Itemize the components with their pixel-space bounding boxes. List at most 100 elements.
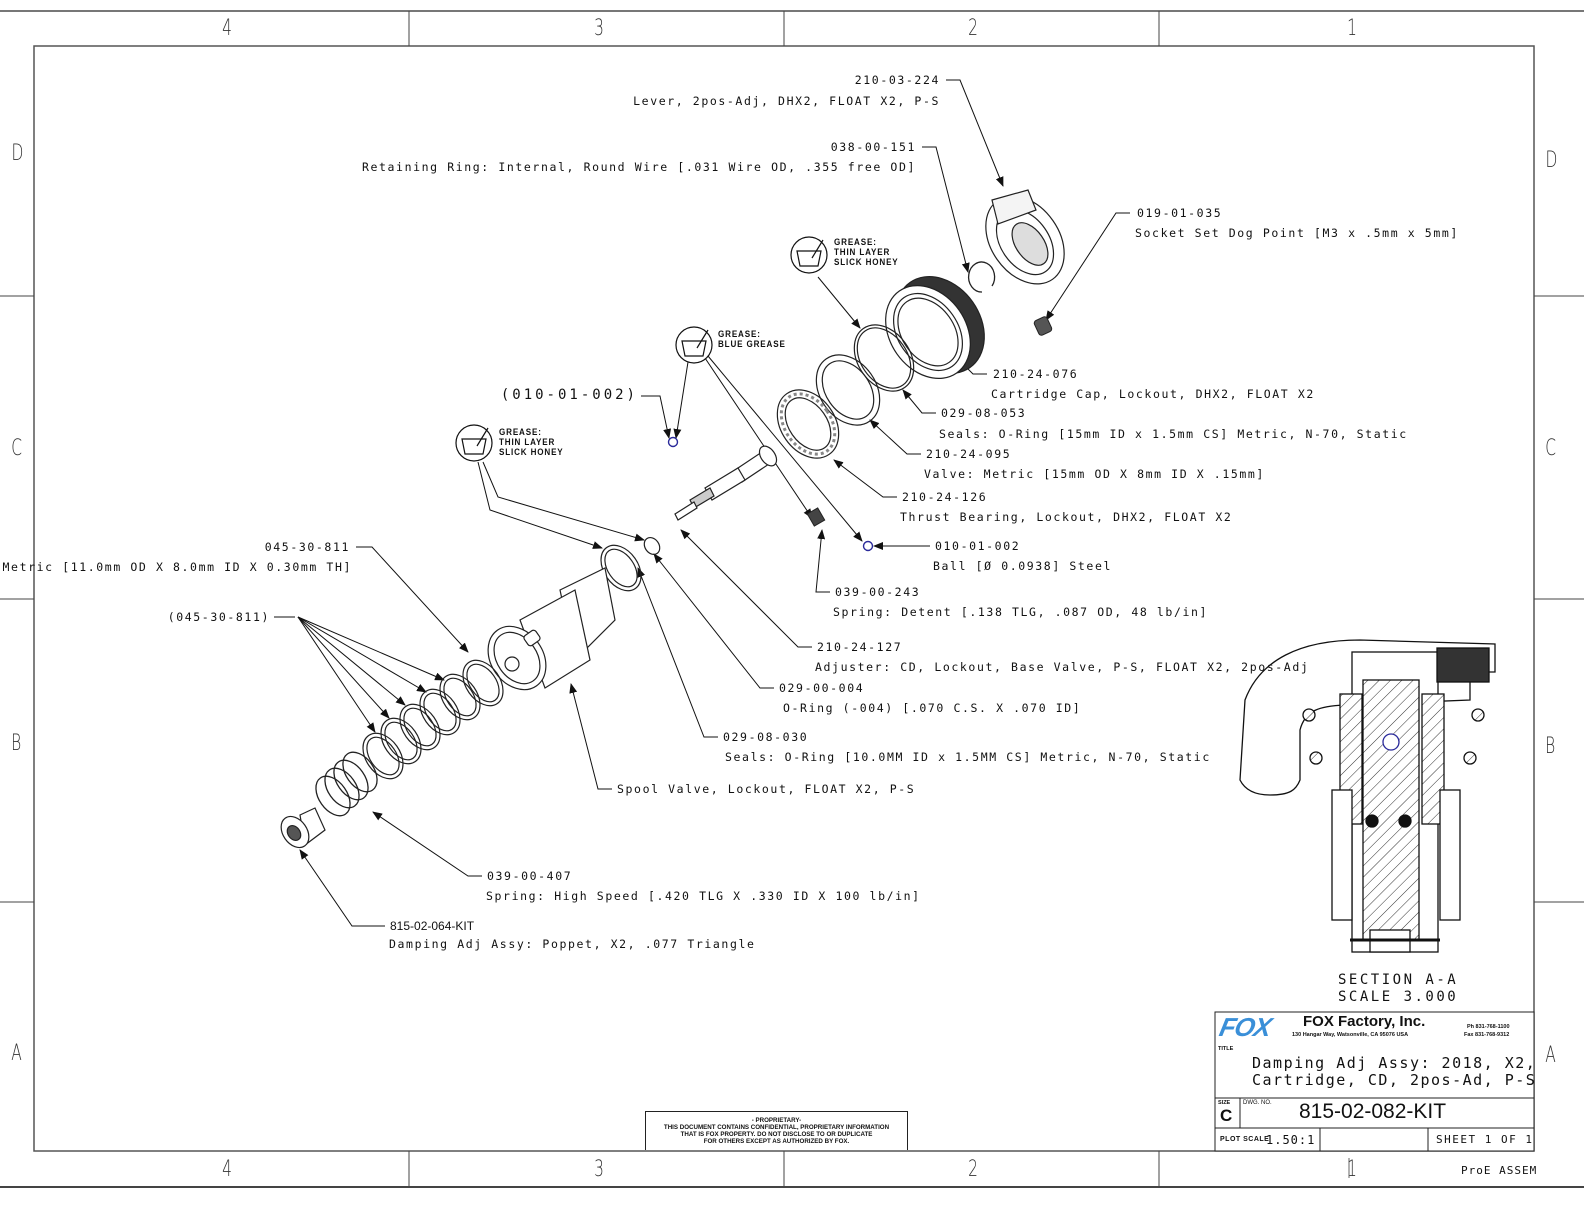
grease-icon bbox=[455, 424, 493, 462]
callout-description: Valve: Metric [15mm OD X 8mm ID X .15mm] bbox=[924, 467, 1265, 481]
zone-row-label: C bbox=[1545, 436, 1557, 461]
fox-logo-icon: FOX bbox=[1216, 1012, 1274, 1042]
callout-description: Seals: O-Ring [15mm ID x 1.5mm CS] Metri… bbox=[939, 427, 1408, 441]
grease-note-line: GREASE: bbox=[718, 329, 761, 340]
callout-description: Retaining Ring: Internal, Round Wire [.0… bbox=[361, 160, 916, 174]
section-scale: SCALE 3.000 bbox=[1338, 989, 1459, 1005]
leader-grease-honey-top bbox=[817, 276, 861, 329]
leader-045-30-811 bbox=[356, 546, 469, 653]
leader-210-24-127 bbox=[680, 529, 812, 648]
callout-part-number: 029-08-030 bbox=[723, 730, 809, 744]
leader-grease-blue-3 bbox=[707, 355, 863, 542]
callout-description: Lever, 2pos-Adj, DHX2, FLOAT X2, P-S bbox=[633, 94, 940, 108]
leader-039-00-243 bbox=[815, 529, 830, 593]
size-label: SIZE bbox=[1218, 1100, 1231, 1106]
dwg-no-label: DWG. NO. bbox=[1243, 1100, 1272, 1106]
callout-part-number: 210-24-076 bbox=[993, 367, 1079, 381]
title-block-grid bbox=[1214, 1011, 1535, 1178]
leader-815-02-064-kit bbox=[299, 849, 385, 927]
leader-029-08-030 bbox=[637, 567, 718, 738]
company-phone: Ph 831-768-1100 bbox=[1467, 1024, 1510, 1030]
zone-row-label: C bbox=[11, 436, 23, 461]
lever-part bbox=[985, 189, 1065, 285]
zone-column-label: 2 bbox=[968, 1157, 978, 1182]
callout-description: Spring: Detent [.138 TLG, .087 OD, 48 lb… bbox=[833, 605, 1209, 619]
grease-note-line: BLUE GREASE bbox=[718, 339, 786, 350]
leader-038-00-151 bbox=[922, 146, 970, 273]
zone-row-label: D bbox=[1545, 148, 1558, 173]
leader-spool-valve bbox=[569, 683, 612, 790]
callout-reference-part: (010-01-002) bbox=[500, 387, 638, 403]
leader-210-03-224 bbox=[946, 79, 1004, 187]
retaining-ring-part bbox=[967, 261, 996, 293]
cartridge-cap-part bbox=[885, 276, 985, 379]
zone-row-dividers bbox=[0, 295, 1584, 903]
callout-description: Cartridge Cap, Lockout, DHX2, FLOAT X2 bbox=[991, 387, 1315, 401]
leader-019-01-035 bbox=[1045, 212, 1130, 321]
callout-part-number: 210-03-224 bbox=[854, 73, 940, 87]
callout-description: Spool Valve, Lockout, FLOAT X2, P-S bbox=[617, 782, 916, 796]
small-o-ring-part bbox=[643, 537, 661, 555]
size-value: C bbox=[1220, 1106, 1233, 1125]
grease-note-line: THIN LAYER bbox=[834, 247, 891, 258]
plot-scale-value: 1.50:1 bbox=[1266, 1133, 1316, 1147]
zone-column-label: 3 bbox=[594, 1157, 604, 1182]
grease-icon bbox=[675, 326, 713, 364]
title-label: TITLE bbox=[1218, 1046, 1234, 1052]
callout-part-number: 038-00-151 bbox=[830, 140, 916, 154]
drawing-border bbox=[33, 45, 1535, 1152]
callout-part-number: 210-24-127 bbox=[817, 640, 903, 654]
grease-note: GREASE: THIN LAYER SLICK HONEY bbox=[834, 238, 899, 268]
callout-part-number: 210-24-095 bbox=[926, 447, 1012, 461]
leader-grease-blue-2 bbox=[704, 357, 813, 519]
ball-part bbox=[667, 436, 679, 448]
leader-029-00-004 bbox=[653, 553, 774, 689]
leader-grease-honey-left-1 bbox=[482, 461, 645, 542]
zone-column-label: 4 bbox=[222, 16, 232, 41]
callout-description: Ball [Ø 0.0938] Steel bbox=[933, 559, 1112, 573]
drawing-title-line1: Damping Adj Assy: 2018, X2, bbox=[1252, 1054, 1537, 1072]
callout-description: Adjuster: CD, Lockout, Base Valve, P-S, … bbox=[815, 660, 1310, 674]
proprietary-heading: - PROPRIETARY- bbox=[751, 1117, 802, 1124]
leader-210-24-095 bbox=[869, 419, 921, 455]
company-name: FOX Factory, Inc. bbox=[1303, 1013, 1426, 1030]
zone-row-label: B bbox=[1545, 734, 1556, 759]
grease-note: GREASE: BLUE GREASE bbox=[718, 330, 786, 350]
zone-column-label: 2 bbox=[968, 16, 978, 41]
shim-stack-part bbox=[362, 659, 504, 780]
callout-part-number: 029-00-004 bbox=[779, 681, 865, 695]
leader-lines bbox=[274, 79, 1130, 927]
leader-210-24-126 bbox=[833, 459, 897, 498]
callout-part-number: 815-02-064-KIT bbox=[390, 919, 475, 933]
zone-column-label: 3 bbox=[594, 16, 604, 41]
zone-column-label: 4 bbox=[222, 1157, 232, 1182]
callout-part-number: 010-01-002 bbox=[935, 539, 1021, 553]
callout-part-number: 039-00-243 bbox=[835, 585, 921, 599]
callout-description: Spring: High Speed [.420 TLG X .330 ID X… bbox=[486, 889, 921, 903]
grease-note: GREASE: THIN LAYER SLICK HONEY bbox=[499, 428, 564, 458]
callout-part-number: 039-00-407 bbox=[487, 869, 573, 883]
ball-part bbox=[862, 540, 874, 552]
callout-description: Valve: Metric [11.0mm OD X 8.0mm ID X 0.… bbox=[0, 560, 352, 574]
spool-valve-part bbox=[487, 567, 616, 691]
high-speed-spring-part bbox=[315, 751, 378, 817]
callout-description: Thrust Bearing, Lockout, DHX2, FLOAT X2 bbox=[900, 510, 1233, 524]
sheet-number: SHEET 1 OF 1 bbox=[1436, 1133, 1534, 1146]
plot-scale-label: PLOT SCALE bbox=[1220, 1136, 1270, 1143]
callout-description: O-Ring (-004) [.070 C.S. X .070 ID] bbox=[783, 701, 1082, 715]
proprietary-notice: - PROPRIETARY- THIS DOCUMENT CONTAINS CO… bbox=[645, 1111, 908, 1150]
detent-spring-part bbox=[806, 507, 826, 527]
grease-note-line: SLICK HONEY bbox=[834, 257, 899, 268]
callout-description: Seals: O-Ring [10.0MM ID x 1.5MM CS] Met… bbox=[725, 750, 1211, 764]
leader-039-00-407 bbox=[372, 811, 482, 877]
zone-column-dividers bbox=[408, 11, 1160, 1187]
grease-note-line: GREASE: bbox=[834, 237, 877, 248]
grease-note-line: SLICK HONEY bbox=[499, 447, 564, 458]
callout-part-number: 210-24-126 bbox=[902, 490, 988, 504]
grease-note-line: GREASE: bbox=[499, 427, 542, 438]
zone-row-label: D bbox=[11, 141, 24, 166]
adjuster-shaft-part bbox=[674, 445, 778, 521]
set-screw-part bbox=[1033, 316, 1053, 336]
company-fax: Fax 831-768-9312 bbox=[1464, 1032, 1510, 1038]
